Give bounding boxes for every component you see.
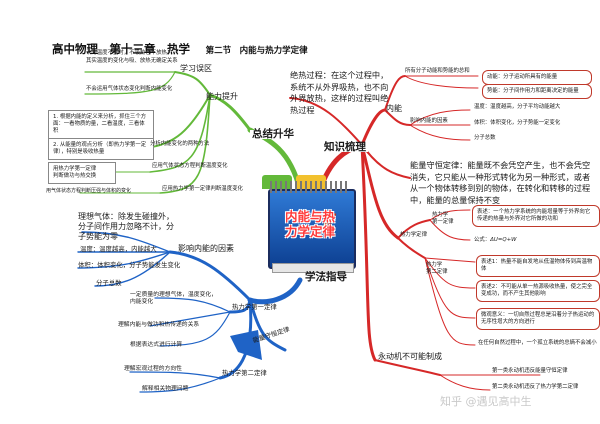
branch-method xyxy=(247,277,303,305)
chapter-title: 高中物理 第十三章 热学 xyxy=(52,42,190,56)
formula-label: 公式： xyxy=(474,237,491,243)
method-factors: 影响内能的因素 xyxy=(178,244,234,253)
node-perpetual: 永动机不可能制成 xyxy=(378,352,442,361)
branch-misunderstanding xyxy=(174,71,211,96)
mis-note-2: 其实温度的变化与吸、放热无确定关系 xyxy=(86,58,178,64)
method-n1: 理解宏观过程的方向性 xyxy=(124,366,182,372)
second-law-s1: 表述1：热量不能自发地从低温物体传到高温物体 xyxy=(476,255,600,277)
factor-number: 分子总数 xyxy=(474,135,496,141)
page-title: 高中物理 第十三章 热学 第二节 内能与热力学定律 xyxy=(52,38,308,57)
book-pages xyxy=(272,263,354,273)
branch-ability xyxy=(208,93,252,132)
summary-box-2: 2. 从能量的观点分析（即热力学第一定律），特别是吸收热量 xyxy=(48,138,154,160)
node-conservation: 能量守恒定律：能量既不会凭空产生，也不会凭空消失，它只能从一种形式转化为另一种形… xyxy=(410,160,591,205)
hub-method: 学法指导 xyxy=(303,271,349,283)
method-m1: 一定质量的理想气体，温度变化，内能变化 xyxy=(130,292,217,305)
factor-temp: 温度：温度越高，分子平均动能越大 xyxy=(474,104,561,110)
hub-knowledge: 知识梳理 xyxy=(322,141,368,153)
conservation-arrow xyxy=(230,330,262,360)
first-law-expr: 表述：一个热力学系统的内能增量等于外界向它传递的热量与外界对它所做的功和 xyxy=(472,205,600,227)
node-first-law: 热力学 第一定律 xyxy=(432,212,454,225)
method-first-law: 热力学第一定律 xyxy=(232,303,277,311)
method-n2: 解释相关物理问题 xyxy=(142,386,189,392)
summary-box-1: 1. 根据内能的定义来分析，抓住三个方面：一看物质的量，二看温度，三看体积 xyxy=(48,110,154,139)
second-law-s4: 在任何自然过程中，一个孤立系统的总熵不会减小 xyxy=(478,340,597,346)
central-book: 🚀 内能与热 力学定律 xyxy=(262,175,358,277)
node-factors: 影响内能的因素 xyxy=(410,118,448,124)
item-state-eq: 应用气体状态方程判断温度变化 xyxy=(152,163,228,169)
node-ability: 能力提升 xyxy=(206,92,238,101)
perpetual-2: 第二类永动机违反了热力学第二定律 xyxy=(492,384,579,390)
central-topic-line1: 内能与热 xyxy=(284,209,335,224)
central-topic-line2: 力学定律 xyxy=(284,224,335,239)
hub-summary: 总结升华 xyxy=(250,128,296,140)
internal-def: 所有分子动能和势能的总和 xyxy=(405,68,470,74)
formula: 公式：ΔU=Q+W xyxy=(474,237,516,244)
summary-box-3: 用热力学第一定律 判断做功与热交换 xyxy=(48,162,116,184)
method-m3: 根据表达式进行计算 xyxy=(130,342,183,348)
summary-box-4: 用气体状态方程判断压强与体积的变化 xyxy=(46,188,132,194)
method-ideal-gas: 理想气体：除发生碰撞外，分子间作用力忽略不计，分子势能为零 xyxy=(78,212,174,241)
factor-volume: 体积：体积变化，分子势能一定变化 xyxy=(474,120,561,126)
rocket-icon: 🚀 xyxy=(322,213,337,227)
kinetic-box: 动能：分子运动所具有的能量 xyxy=(482,70,592,85)
method-f-number: 分子总数 xyxy=(96,279,122,287)
potential-box: 势能：分子间作用力和距离决定的能量 xyxy=(482,84,592,99)
mis-note-1: 认为温度不变时，不吸热也不放热。 xyxy=(86,50,173,56)
method-f-temp: 温度：温度越高，内能越大 xyxy=(80,245,157,253)
item-first-law: 应用热力学第一定律判断温度变化 xyxy=(162,186,243,192)
node-adiabatic: 绝热过程：在这个过程中，系统不从外界吸热，也不向外界放热，这样的过程叫绝热过程 xyxy=(290,70,389,115)
section-title: 第二节 内能与热力学定律 xyxy=(205,46,308,56)
node-misunderstanding: 学习误区 xyxy=(180,64,212,73)
method-f-volume: 体积：体积变化，分子势能发生变化 xyxy=(78,261,181,269)
mis-item: 不会运用气体状态变化判断内能变化 xyxy=(86,86,173,92)
formula-value: ΔU=Q+W xyxy=(490,237,517,243)
second-law-s3: 微观意义：一切自然过程总是沿着分子热运动的无序性增大的方向进行 xyxy=(476,308,600,330)
node-second-law: 热力学 第二定律 xyxy=(426,262,448,275)
node-analyze: 分析内能变化的两种方法 xyxy=(150,141,210,147)
method-second-law: 热力学第二定律 xyxy=(222,369,267,377)
watermark: 知乎 @遇见高中生 xyxy=(440,395,532,408)
method-m2: 理解内能与做功和热传递的关系 xyxy=(118,322,200,328)
central-topic: 内能与热 力学定律 xyxy=(270,209,350,239)
node-thermo-laws: 热力学定律 xyxy=(400,232,427,238)
perpetual-1: 第一类永动机违反能量守恒定律 xyxy=(492,368,568,374)
node-internal-energy: 内能 xyxy=(386,104,402,113)
book-spiral xyxy=(270,181,350,193)
second-law-s2: 表述2：不可能从单一热源吸收热量，使之完全变成功，而不产生其他影响 xyxy=(476,280,600,302)
